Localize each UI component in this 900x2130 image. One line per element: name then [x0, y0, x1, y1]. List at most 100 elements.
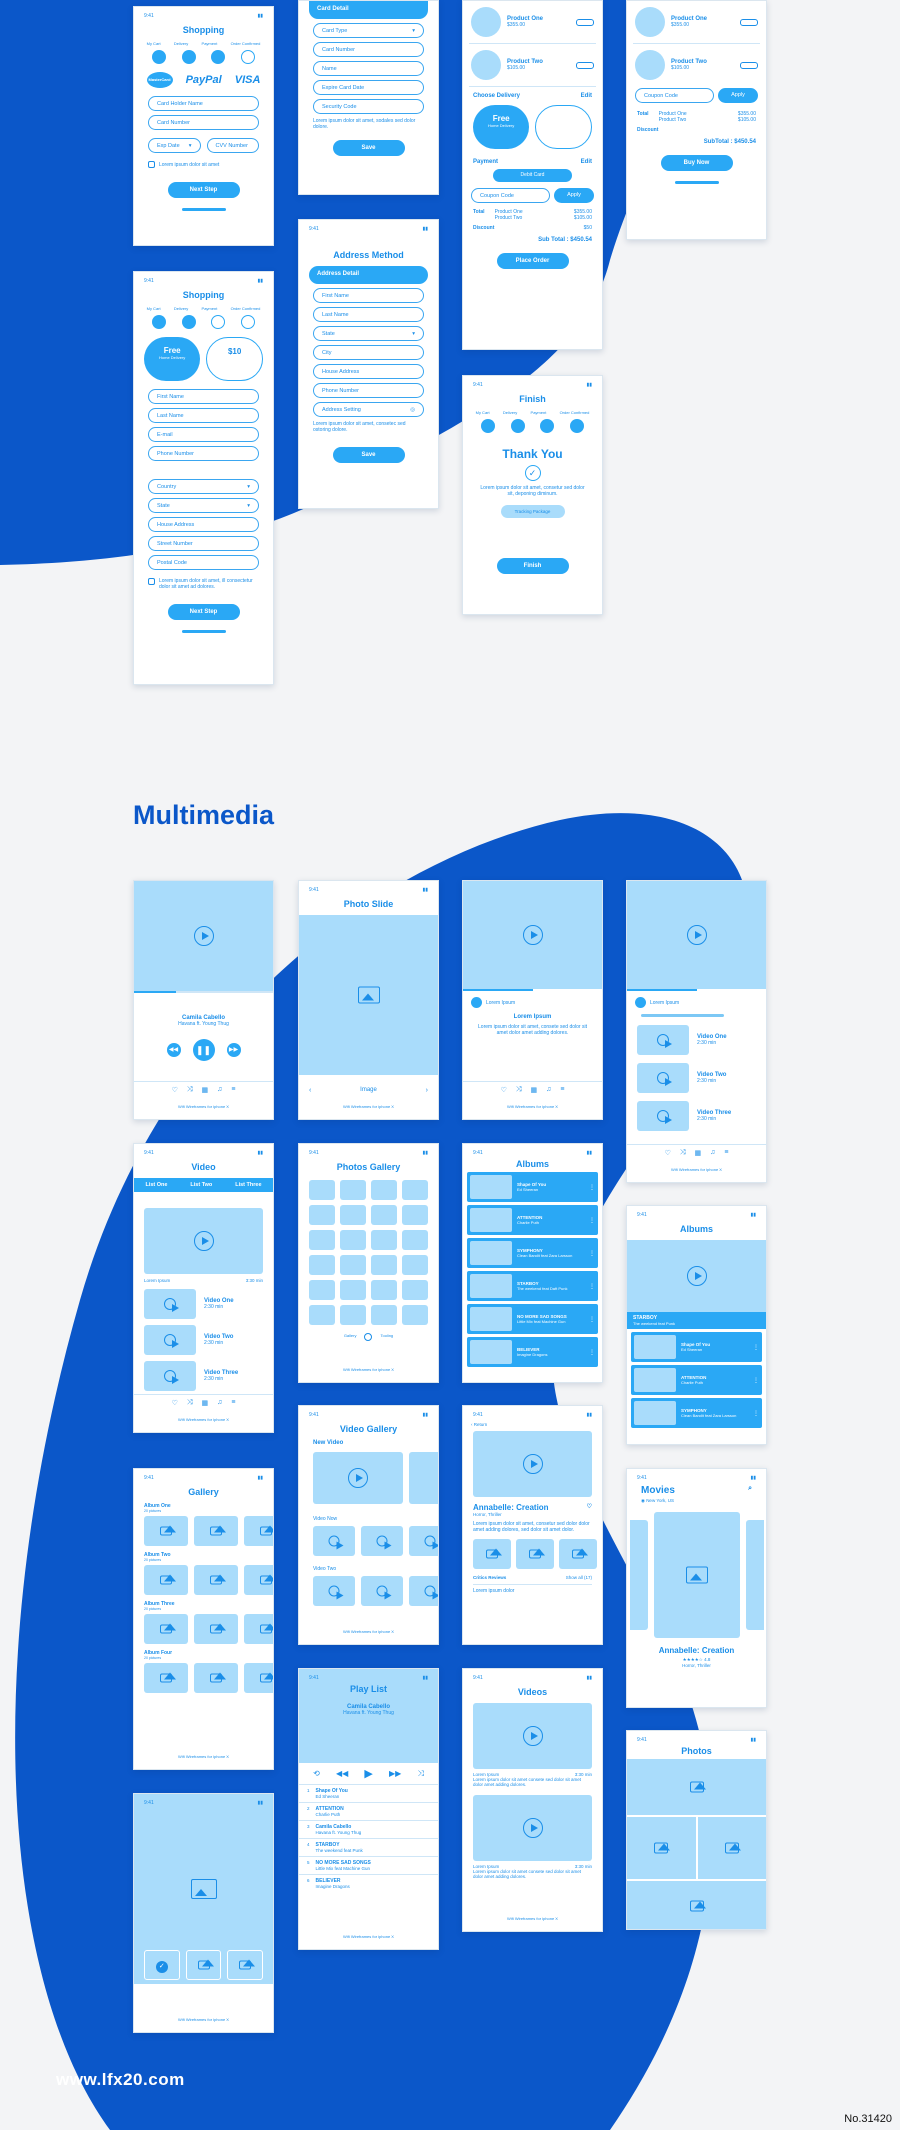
still-image[interactable]: [473, 1539, 511, 1569]
truck-step-icon[interactable]: [510, 419, 525, 433]
photo-tile[interactable]: [309, 1305, 335, 1325]
play-icon[interactable]: [657, 1034, 672, 1048]
shuffle-icon[interactable]: ⤨: [186, 1399, 193, 1406]
truck-step-icon[interactable]: [181, 315, 196, 329]
photo-wide[interactable]: [627, 1759, 766, 1815]
photo-tile[interactable]: [309, 1180, 335, 1200]
heart-icon[interactable]: ♡: [664, 1150, 671, 1157]
dollar-step-icon[interactable]: [540, 419, 555, 433]
photo-tile[interactable]: [340, 1255, 366, 1275]
music-icon[interactable]: ♫: [217, 1086, 223, 1093]
forward-icon[interactable]: ▶▶: [226, 1043, 241, 1057]
first-name-field[interactable]: First Name: [148, 389, 259, 404]
phone-field[interactable]: Phone Number: [148, 446, 259, 461]
tab-list-three[interactable]: List Three: [235, 1182, 262, 1188]
more-icon[interactable]: ⋮: [589, 1283, 595, 1290]
grid-icon[interactable]: ▦: [201, 1087, 209, 1094]
rewind-icon[interactable]: ◀◀: [166, 1043, 181, 1057]
grid-icon[interactable]: ▦: [201, 1400, 209, 1407]
photo-half[interactable]: [627, 1817, 696, 1879]
tab-list-one[interactable]: List One: [145, 1182, 168, 1188]
exp-date-field[interactable]: Exp Date▾: [148, 138, 201, 153]
security-code-field[interactable]: Security Code: [313, 99, 424, 114]
photo-tile[interactable]: [244, 1663, 273, 1693]
product-row[interactable]: Product One$355.00: [635, 7, 758, 37]
progress-bar[interactable]: [134, 991, 176, 993]
card-type-select[interactable]: Card Type▾: [313, 23, 424, 38]
grid-icon[interactable]: ▦: [694, 1150, 702, 1157]
play-icon[interactable]: [424, 1585, 438, 1599]
product-row[interactable]: Product One$355.00: [471, 7, 594, 37]
coupon-code-field[interactable]: Coupon Code: [635, 88, 714, 103]
quantity-stepper[interactable]: [576, 18, 594, 26]
dollar-step-icon[interactable]: [211, 315, 226, 329]
free-delivery-option[interactable]: Free Home Delivery: [473, 105, 530, 149]
grid-icon[interactable]: ▦: [530, 1087, 538, 1094]
still-image[interactable]: [516, 1539, 554, 1569]
repeat-icon[interactable]: ⟲: [313, 1769, 320, 1778]
photo-tile[interactable]: [309, 1230, 335, 1250]
heart-icon[interactable]: ♡: [500, 1087, 507, 1094]
video-tile[interactable]: [361, 1526, 403, 1556]
tab-gallery[interactable]: Gallery: [343, 1333, 357, 1338]
photo-tile[interactable]: [402, 1205, 428, 1225]
play-icon[interactable]: [657, 1110, 672, 1124]
video-tile[interactable]: [313, 1452, 403, 1504]
video-tile[interactable]: [361, 1576, 403, 1606]
poster-prev[interactable]: [629, 1520, 648, 1630]
more-icon[interactable]: ⋮: [753, 1410, 759, 1417]
debit-card-button[interactable]: Debit Card: [493, 169, 572, 182]
postal-code-field[interactable]: Postal Code: [148, 555, 259, 570]
street-number-field[interactable]: Street Number: [148, 536, 259, 551]
photo-tile[interactable]: [144, 1565, 188, 1595]
video-tile[interactable]: [409, 1452, 438, 1504]
equalizer-icon[interactable]: ≡: [231, 1086, 236, 1093]
poster-next[interactable]: [745, 1520, 764, 1630]
card-number-field[interactable]: Card Number: [148, 115, 259, 130]
photo-tile[interactable]: [194, 1614, 238, 1644]
country-select[interactable]: Country▾: [148, 479, 259, 494]
finish-button[interactable]: Finish: [496, 558, 569, 574]
video-tile[interactable]: [313, 1526, 355, 1556]
more-icon[interactable]: ⋮: [589, 1217, 595, 1224]
photo-tile[interactable]: [309, 1205, 335, 1225]
check-step-icon[interactable]: [241, 315, 256, 329]
dollar-step-icon[interactable]: [211, 50, 226, 64]
photo-tile[interactable]: [194, 1663, 238, 1693]
play-icon[interactable]: [522, 1726, 543, 1746]
apply-button[interactable]: Apply: [554, 188, 594, 203]
visa-logo[interactable]: VISA: [234, 74, 261, 86]
cart-step-icon[interactable]: [151, 315, 166, 329]
photo-tile[interactable]: [244, 1565, 273, 1595]
edit-link[interactable]: Edit: [580, 159, 592, 165]
save-button[interactable]: Save: [332, 140, 405, 156]
camera-icon[interactable]: [364, 1333, 373, 1341]
state-select[interactable]: State▾: [313, 326, 424, 341]
play-icon[interactable]: [193, 926, 214, 946]
edit-link[interactable]: Edit: [580, 93, 592, 99]
thumbnail[interactable]: [185, 1950, 222, 1980]
trailer[interactable]: [473, 1431, 592, 1497]
check-step-icon[interactable]: [570, 419, 585, 433]
cart-step-icon[interactable]: [151, 50, 166, 64]
phone-number-field[interactable]: Phone Number: [313, 383, 424, 398]
play-icon[interactable]: [376, 1535, 392, 1549]
video-tile[interactable]: [409, 1576, 438, 1606]
tracking-package-button[interactable]: Tracking Package: [500, 505, 565, 518]
photo-tile[interactable]: [402, 1305, 428, 1325]
photo-half[interactable]: [697, 1817, 766, 1879]
paid-delivery-option[interactable]: $10: [206, 337, 263, 381]
name-field[interactable]: Name: [313, 61, 424, 76]
next-step-button[interactable]: Next Step: [167, 604, 240, 620]
equalizer-icon[interactable]: ≡: [231, 1399, 236, 1406]
shuffle-icon[interactable]: ⤨: [515, 1086, 522, 1093]
